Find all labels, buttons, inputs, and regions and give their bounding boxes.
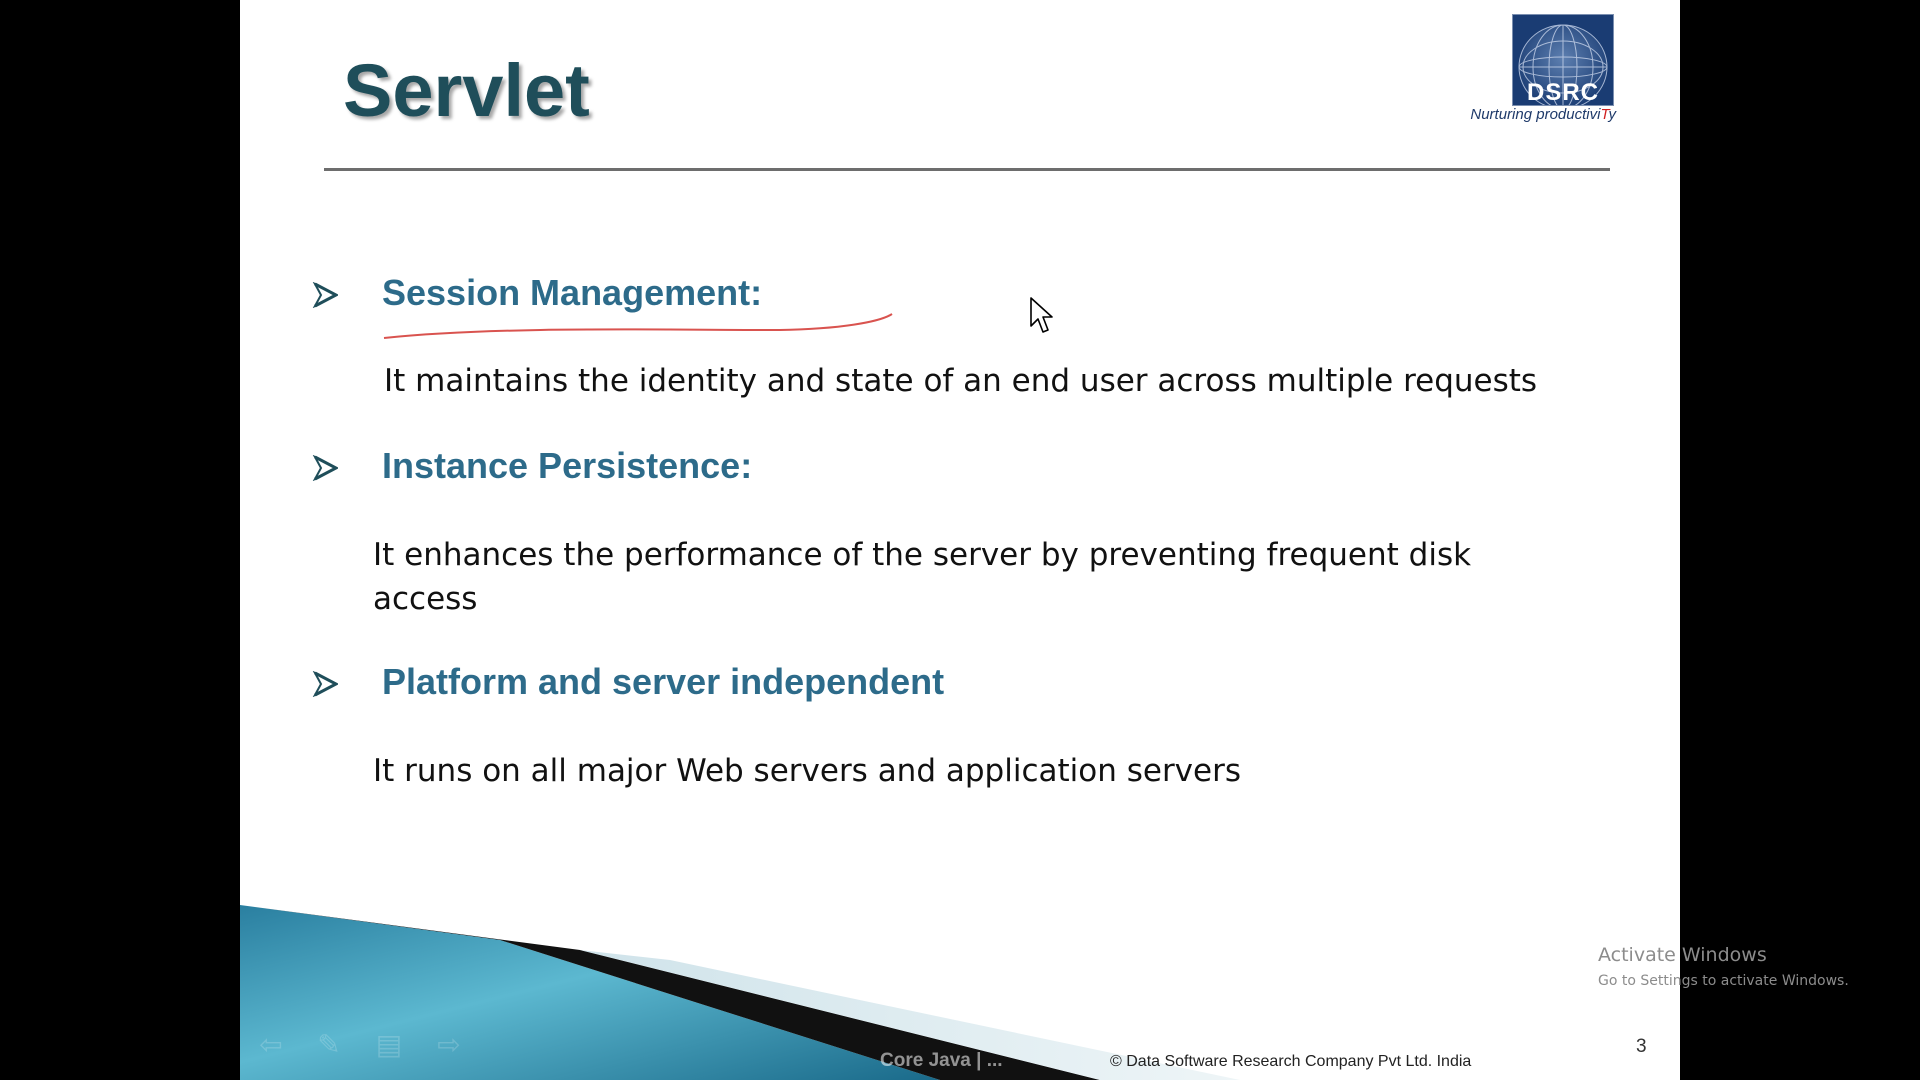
footer-copyright: © Data Software Research Company Pvt Ltd… (1110, 1053, 1472, 1070)
logo-tagline: Nurturing productiviTy (1470, 106, 1616, 123)
bullet-arrow-icon (312, 282, 338, 308)
dsrc-logo: DSRC Nurturing productiviTy (1470, 14, 1680, 126)
pen-icon[interactable]: ✎ (317, 1029, 341, 1060)
forward-arrow-icon[interactable]: ⇨ (437, 1029, 461, 1060)
mouse-cursor-icon (1030, 297, 1053, 333)
slide-title: Servlet (343, 49, 590, 132)
tagline-highlight: T (1600, 106, 1609, 123)
section-heading-session-management: Session Management: (382, 272, 763, 313)
presentation-slide: Servlet (240, 0, 1680, 1080)
footer-course-label: Core Java | ... (880, 1050, 1003, 1071)
slide-number: 3 (1636, 1036, 1647, 1057)
section-heading-platform-independent: Platform and server independent (382, 661, 945, 702)
logo-globe: DSRC (1512, 14, 1614, 106)
footer-swoosh (240, 905, 1240, 1080)
activate-windows-title: Activate Windows (1598, 944, 1767, 966)
bullet-arrow-icon (312, 455, 338, 481)
bullet-arrow-icon (312, 671, 338, 697)
menu-icon[interactable]: ▤ (375, 1029, 403, 1060)
section-heading-instance-persistence: Instance Persistence: (382, 445, 753, 486)
back-arrow-icon[interactable]: ⇦ (259, 1029, 283, 1060)
activate-windows-subtitle: Go to Settings to activate Windows. (1598, 973, 1849, 989)
section-text-instance-persistence: It enhances the performance of the serve… (373, 537, 1472, 617)
title-divider (324, 168, 1610, 171)
globe-icon (1518, 24, 1608, 105)
section-text-platform-independent: It runs on all major Web servers and app… (373, 753, 1241, 789)
logo-letters: DSRC (1526, 79, 1599, 106)
section-text-session-management: It maintains the identity and state of a… (384, 363, 1538, 399)
